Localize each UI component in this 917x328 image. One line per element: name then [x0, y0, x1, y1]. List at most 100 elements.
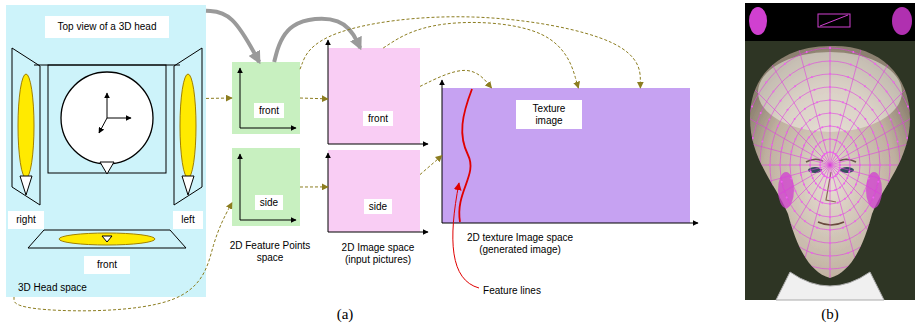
mesh-vertex [832, 151, 834, 153]
mesh-vertex [844, 198, 846, 200]
mesh-vertex [803, 184, 805, 186]
mesh-vertex [794, 85, 796, 87]
mesh-vertex [777, 203, 779, 205]
feature-space-box: side [232, 148, 300, 226]
mesh-vertex [729, 164, 731, 166]
mesh-vertex [850, 192, 852, 194]
mesh-vertex [777, 125, 779, 127]
mesh-vertex [842, 227, 844, 229]
mesh-vertex [799, 164, 801, 166]
axis-lines [328, 40, 329, 144]
mesh-vertex [794, 210, 796, 212]
box-label: side [364, 199, 392, 215]
mesh-vertex [836, 173, 838, 175]
mesh-vertex [771, 144, 773, 146]
mesh-vertex [752, 137, 754, 139]
mesh-vertex [829, 216, 831, 218]
mesh-vertex [852, 277, 854, 279]
mesh-vertex [829, 86, 831, 88]
mesh-spoke [660, 165, 830, 166]
mesh-vertex [868, 151, 870, 153]
mesh-vertex [898, 112, 900, 114]
mesh-vertex [819, 167, 821, 169]
mesh-vertex [780, 100, 782, 102]
mesh-vertex [829, 242, 831, 244]
label-holder: 2D texture Image space (generated image) [458, 232, 583, 255]
box-label: front [254, 103, 284, 119]
head-top-view [182, 176, 194, 195]
mesh-vertex [916, 99, 917, 101]
mesh-spoke [745, 165, 830, 312]
mesh-vertex [886, 90, 888, 92]
mesh-vertex [794, 190, 796, 192]
caption-text: 2D Feature Points space [225, 240, 315, 263]
mesh-vertex [758, 256, 760, 258]
caption-text: Feature lines [483, 285, 541, 297]
mesh-vertex [772, 238, 774, 240]
head-top-view [20, 176, 32, 195]
mesh-vertex [859, 164, 861, 166]
mesh-vertex [813, 239, 815, 241]
process-arrow [206, 11, 259, 62]
head-top-view [107, 93, 108, 118]
image-space-box: side [328, 150, 420, 232]
mesh-vertex [809, 209, 811, 211]
mesh-vertex [829, 34, 831, 36]
axis-lines [328, 144, 428, 145]
mesh-vertex [732, 198, 734, 200]
mesh-vertex [829, 60, 831, 62]
process-arrow [274, 19, 360, 62]
mesh-vertex [813, 89, 815, 91]
mesh-vertex [864, 243, 866, 245]
mesh-vertex [845, 89, 847, 91]
axis-lines [328, 153, 329, 232]
mesh-vertex [839, 167, 841, 169]
mesh-vertex [849, 164, 851, 166]
mesh-vertex [742, 99, 744, 101]
mesh-vertex [819, 214, 821, 216]
mesh-vertex [779, 51, 781, 53]
label-holder: (b) [821, 306, 839, 323]
mesh-vertex [890, 119, 892, 121]
mesh-vertex [808, 192, 810, 194]
mesh-vertex [808, 136, 810, 138]
mesh-vertex [850, 64, 852, 66]
mapping-arrow [206, 98, 232, 99]
mesh-vertex [878, 100, 880, 102]
mesh-vertex [826, 151, 828, 153]
mesh-spoke [786, 1, 830, 165]
mesh-vertex [760, 216, 762, 218]
mapping-arrow [300, 186, 328, 187]
mesh-vertex [864, 85, 866, 87]
mesh-vertex [801, 201, 803, 203]
mesh-spoke [830, 165, 831, 328]
mesh-vertex [900, 256, 902, 258]
mesh-vertex [829, 177, 831, 179]
mesh-vertex [829, 138, 831, 140]
mesh-spoke [830, 121, 917, 165]
mesh-vertex [779, 277, 781, 279]
mesh-vertex [829, 73, 831, 75]
mesh-vertex [854, 220, 856, 222]
mesh-vertex [838, 158, 840, 160]
mesh-vertex [855, 184, 857, 186]
mesh-vertex [871, 219, 873, 221]
mesh-vertex [742, 134, 744, 136]
mesh-vertex [749, 164, 751, 166]
mesh-spoke [830, 165, 917, 285]
mesh-vertex [804, 220, 806, 222]
mesh-vertex [761, 140, 763, 142]
mesh-vertex [864, 190, 866, 192]
head-top-view [61, 72, 153, 164]
head-top-view [12, 48, 40, 205]
mesh-vertex [909, 164, 911, 166]
mesh-vertex [847, 252, 849, 254]
mesh-vertex [850, 264, 852, 266]
mesh-vertex [881, 203, 883, 205]
mesh-vertex [769, 164, 771, 166]
mesh-vertex [814, 130, 816, 132]
mesh-vertex [768, 210, 770, 212]
mesh-vertex [834, 139, 836, 141]
mesh-vertex [794, 118, 796, 120]
